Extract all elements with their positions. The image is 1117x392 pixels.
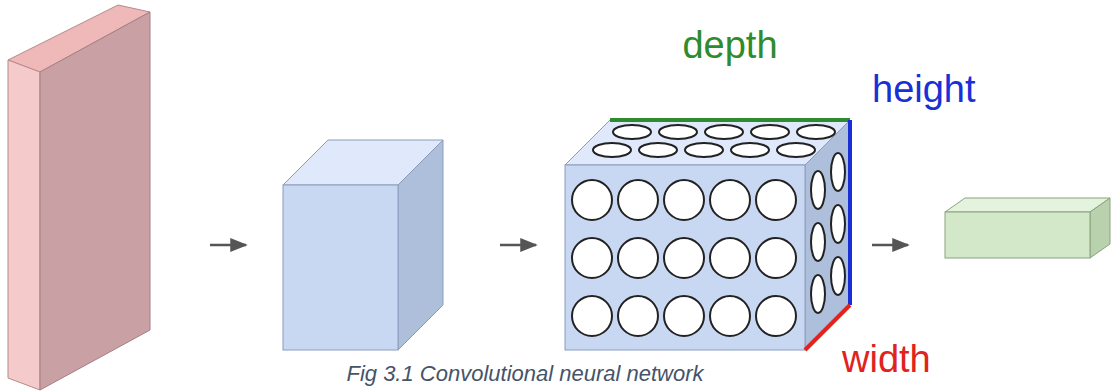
neuron bbox=[639, 143, 677, 157]
neuron bbox=[705, 125, 743, 139]
height-edge bbox=[848, 120, 852, 305]
neuron bbox=[756, 238, 796, 278]
dimension-label: depth bbox=[682, 24, 777, 68]
input-slab bbox=[8, 5, 150, 390]
neuron bbox=[618, 296, 658, 336]
neuron bbox=[756, 296, 796, 336]
neuron bbox=[710, 238, 750, 278]
neuron bbox=[811, 223, 825, 261]
depth-edge bbox=[610, 118, 850, 122]
dimension-label: width bbox=[842, 338, 931, 382]
neuron bbox=[831, 257, 845, 295]
neuron bbox=[710, 180, 750, 220]
neuron bbox=[751, 125, 789, 139]
neuron bbox=[664, 180, 704, 220]
neuron bbox=[572, 296, 612, 336]
neuron bbox=[797, 125, 835, 139]
neuron bbox=[811, 171, 825, 209]
neuron bbox=[756, 180, 796, 220]
neuron bbox=[731, 143, 769, 157]
flow-arrow bbox=[872, 244, 908, 247]
feature-volume bbox=[283, 140, 443, 350]
neuron bbox=[618, 238, 658, 278]
neuron bbox=[618, 180, 658, 220]
neuron bbox=[593, 143, 631, 157]
neuron bbox=[572, 180, 612, 220]
neuron-volume bbox=[565, 120, 850, 350]
flow-arrow bbox=[500, 244, 536, 247]
flow-arrow bbox=[210, 244, 246, 247]
neuron bbox=[777, 143, 815, 157]
neuron bbox=[831, 153, 845, 191]
figure-caption: Fig 3.1 Convolutional neural network bbox=[346, 361, 703, 386]
neuron bbox=[710, 296, 750, 336]
neuron bbox=[664, 238, 704, 278]
neuron bbox=[613, 125, 651, 139]
neuron bbox=[659, 125, 697, 139]
neuron bbox=[664, 296, 704, 336]
neuron bbox=[685, 143, 723, 157]
neuron bbox=[831, 205, 845, 243]
output-box bbox=[945, 198, 1110, 258]
dimension-label: height bbox=[872, 68, 976, 112]
neuron bbox=[811, 275, 825, 313]
neuron bbox=[572, 238, 612, 278]
